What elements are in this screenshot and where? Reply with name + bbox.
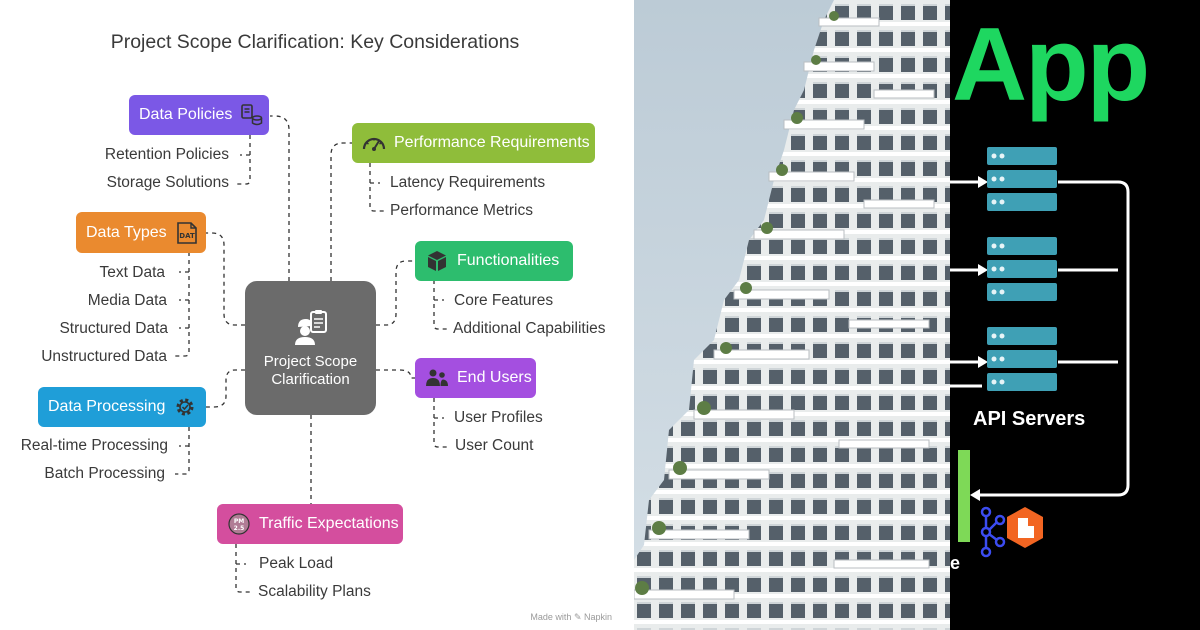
mind-map-diagram: Project Scope Clarification: Key Conside… (20, 31, 612, 622)
leaf-retention-policies: Retention Policies (104, 146, 229, 163)
api-servers-graphic (950, 147, 1130, 558)
leaf-bracket-data-policies (236, 135, 251, 185)
connector-data-processing (206, 369, 245, 408)
svg-text:PM: PM (234, 518, 244, 525)
server-stack-2-icon (987, 237, 1057, 301)
server-stack-1-icon (987, 147, 1057, 211)
leaf-latency-requirements: Latency Requirements (390, 174, 546, 191)
branch-label: End Users (457, 369, 532, 386)
queue-bar (958, 450, 970, 542)
leaf-core-features: Core Features (454, 292, 554, 309)
leaf-bracket-data-processing (175, 427, 190, 475)
leaf-additional-capabilities: Additional Capabilities (453, 320, 606, 337)
leaf-bracket-traffic (235, 544, 250, 593)
leaf-scalability-plans: Scalability Plans (258, 583, 371, 600)
truncated-label-fragment: e (950, 553, 961, 573)
branch-label: Performance Requirements (394, 134, 590, 151)
leaf-user-profiles: User Profiles (454, 409, 543, 426)
branch-functionalities: Functionalities (415, 241, 573, 281)
leaf-bracket-data-types (175, 252, 190, 357)
data-policy-icon (241, 104, 263, 126)
leaf-storage-solutions: Storage Solutions (106, 174, 229, 191)
dat-file-icon: DAT (176, 221, 197, 244)
leaf-peak-load: Peak Load (259, 555, 334, 572)
branch-traffic-expectations: PM 2.5 Traffic Expectations (217, 504, 403, 544)
leaf-real-time-processing: Real-time Processing (20, 437, 168, 454)
branch-label: Functionalities (457, 252, 560, 269)
server-stack-3-icon (987, 327, 1057, 391)
branch-performance-requirements: Performance Requirements (352, 123, 595, 163)
branch-data-policies: Data Policies (129, 95, 269, 135)
connector-functionalities (376, 260, 415, 326)
svg-text:2.5: 2.5 (234, 525, 245, 532)
branch-label: Data Policies (139, 106, 233, 123)
speedometer-icon (362, 137, 386, 151)
leaf-user-count: User Count (455, 437, 534, 454)
brand-app-text: App (952, 7, 1150, 123)
users-icon (426, 369, 448, 386)
center-node: Project Scope Clarification (245, 281, 376, 415)
pm25-icon: PM 2.5 (228, 513, 250, 535)
cube-icon (428, 251, 446, 271)
leaf-media-data: Media Data (87, 292, 167, 309)
leaf-unstructured-data: Unstructured Data (41, 348, 167, 365)
engineer-clipboard-icon (294, 309, 327, 345)
branch-label: Data Types (86, 223, 167, 241)
message-broker-icon (1007, 507, 1043, 548)
building-photo (634, 0, 950, 630)
branch-end-users: End Users (415, 358, 536, 398)
stacked-apartment-building-image (634, 0, 950, 630)
connector-data-policies (270, 115, 290, 281)
branch-label: Data Processing (48, 398, 166, 415)
leaf-bracket-performance (369, 163, 384, 212)
kafka-icon (980, 506, 1006, 558)
branch-label: Traffic Expectations (259, 515, 399, 532)
leaf-text-data: Text Data (99, 264, 165, 281)
api-servers-label: API Servers (973, 408, 1086, 430)
connector-lines (175, 115, 448, 593)
connector-data-types (206, 232, 245, 326)
leaf-bracket-end-users (433, 398, 448, 448)
center-node-label: Project Scope Clarification (263, 352, 358, 389)
svg-text:DAT: DAT (179, 232, 195, 240)
leaf-structured-data: Structured Data (59, 320, 168, 337)
gear-icon (176, 398, 194, 416)
napkin-credit: Made with ✎ Napkin (530, 612, 612, 622)
architecture-panel (950, 0, 1200, 630)
leaf-bracket-functionalities (433, 280, 448, 330)
branch-data-processing: Data Processing (38, 387, 206, 427)
leaf-batch-processing: Batch Processing (44, 465, 165, 482)
connector-end-users (376, 369, 415, 379)
leaf-performance-metrics: Performance Metrics (390, 202, 533, 219)
diagram-title: Project Scope Clarification: Key Conside… (110, 31, 520, 53)
connector-performance (330, 142, 352, 281)
branch-data-types: Data Types DAT (76, 212, 206, 253)
